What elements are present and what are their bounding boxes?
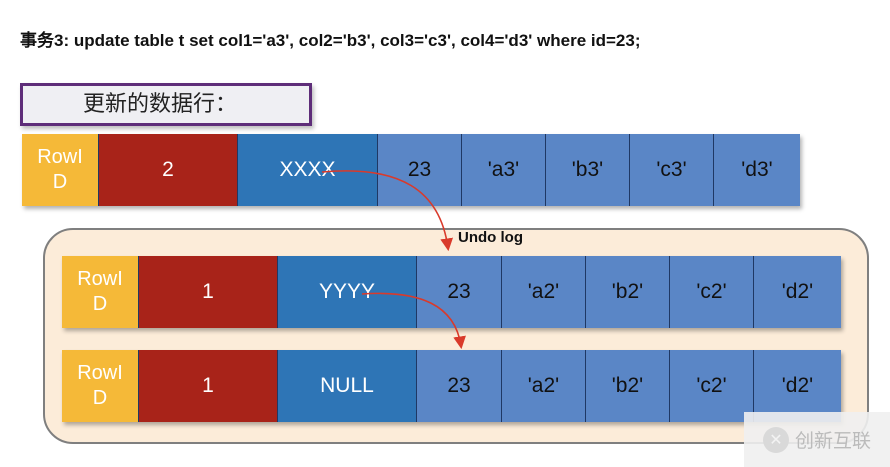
transaction-title: 事务3: update table t set col1='a3', col2=…	[20, 31, 641, 50]
undo-log-label: Undo log	[458, 229, 523, 246]
roll-ptr-cell: YYYY	[278, 256, 417, 328]
data-cell: 23	[417, 256, 502, 328]
data-cell: 'b2'	[586, 350, 670, 422]
data-cell: 'b2'	[586, 256, 670, 328]
rowid-text: RowI D	[37, 146, 83, 193]
rowid-text: RowI D	[77, 362, 123, 409]
updated-row-label: 更新的数据行：	[20, 83, 312, 126]
undo-row: RowI D 1 YYYY 23 'a2' 'b2' 'c2' 'd2'	[62, 256, 841, 328]
trx-id-cell: 1	[139, 256, 278, 328]
watermark-logo-icon: ✕	[762, 426, 789, 453]
data-cell: 'a3'	[462, 134, 546, 206]
data-cell: 23	[378, 134, 462, 206]
roll-ptr-cell: NULL	[278, 350, 417, 422]
data-cell: 'b3'	[546, 134, 630, 206]
rowid-cell: RowI D	[62, 256, 139, 328]
data-cell: 23	[417, 350, 502, 422]
roll-ptr-cell: XXXX	[238, 134, 378, 206]
rowid-text: RowI D	[77, 268, 123, 315]
data-cell: 'a2'	[502, 350, 586, 422]
rowid-cell: RowI D	[22, 134, 99, 206]
current-row: RowI D 2 XXXX 23 'a3' 'b3' 'c3' 'd3'	[22, 134, 800, 206]
data-cell: 'c2'	[670, 256, 754, 328]
rowid-cell: RowI D	[62, 350, 139, 422]
data-cell: 'c2'	[670, 350, 754, 422]
data-cell: 'd3'	[714, 134, 800, 206]
data-cell: 'c3'	[630, 134, 714, 206]
data-cell: 'a2'	[502, 256, 586, 328]
trx-id-cell: 2	[99, 134, 238, 206]
undo-row: RowI D 1 NULL 23 'a2' 'b2' 'c2' 'd2'	[62, 350, 841, 422]
trx-id-cell: 1	[139, 350, 278, 422]
data-cell: 'd2'	[754, 256, 841, 328]
watermark-text: 创新互联	[794, 431, 871, 452]
data-cell: 'd2'	[754, 350, 841, 422]
watermark: ✕ 创新互联	[744, 412, 890, 467]
